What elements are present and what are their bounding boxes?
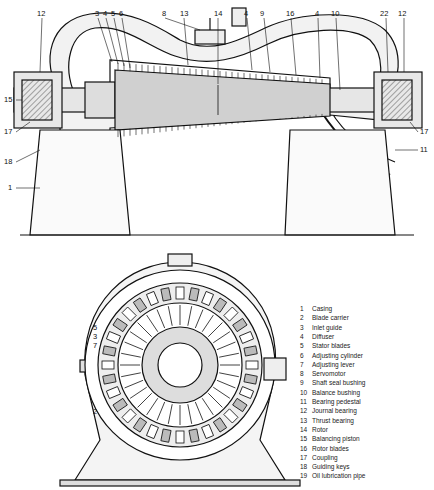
part-name: Blade carrier bbox=[312, 315, 349, 322]
callout-number: 4 bbox=[244, 10, 248, 18]
legend-number: 4 bbox=[300, 334, 304, 341]
legend-number: 15 bbox=[300, 436, 307, 443]
legend-number: 16 bbox=[300, 446, 307, 453]
part-name: Thrust bearing bbox=[312, 418, 354, 425]
callout-number: 5 bbox=[111, 10, 115, 18]
legend-number: 8 bbox=[300, 371, 304, 378]
callout-number: 18 bbox=[4, 158, 12, 166]
legend-number: 2 bbox=[300, 315, 304, 322]
callout-number: 5 bbox=[93, 324, 97, 332]
callout-number: 17 bbox=[4, 128, 12, 136]
callout-number: 8 bbox=[162, 10, 166, 18]
part-name: Rotor bbox=[312, 427, 328, 434]
callout-number: 17 bbox=[420, 128, 428, 136]
callout-number: 22 bbox=[380, 10, 388, 18]
legend-number: 7 bbox=[300, 362, 304, 369]
part-name: Balancing piston bbox=[312, 436, 360, 443]
part-name: Stator blades bbox=[312, 343, 350, 350]
callout-number: 11 bbox=[420, 146, 428, 154]
legend-number: 17 bbox=[300, 455, 307, 462]
callout-number: 4 bbox=[315, 10, 319, 18]
legend-number: 10 bbox=[300, 390, 307, 397]
legend-number: 12 bbox=[300, 408, 307, 415]
legend-number: 19 bbox=[300, 473, 307, 480]
part-name: Adjusting cylinder bbox=[312, 353, 363, 360]
legend-number: 11 bbox=[300, 399, 307, 406]
callout-number: 1 bbox=[8, 184, 12, 192]
part-name: Coupling bbox=[312, 455, 338, 462]
callout-number: 3 bbox=[93, 333, 97, 341]
legend-number: 5 bbox=[300, 343, 304, 350]
callout-number: 4 bbox=[103, 10, 107, 18]
callout-number: 12 bbox=[37, 10, 45, 18]
part-name: Journal bearing bbox=[312, 408, 357, 415]
legend-number: 14 bbox=[300, 427, 307, 434]
callout-number: 10 bbox=[331, 10, 339, 18]
part-name: Adjusting lever bbox=[312, 362, 355, 369]
part-name: Diffuser bbox=[312, 334, 334, 341]
part-name: Balance bushing bbox=[312, 390, 360, 397]
part-name: Bearing pedestal bbox=[312, 399, 361, 406]
callout-number: 15 bbox=[4, 96, 12, 104]
part-name: Rotor blades bbox=[312, 446, 349, 453]
part-name: Guiding keys bbox=[312, 464, 350, 471]
callout-number: 9 bbox=[260, 10, 264, 18]
callout-number: 16 bbox=[286, 10, 294, 18]
callout-number: 12 bbox=[398, 10, 406, 18]
part-name: Inlet guide bbox=[312, 325, 342, 332]
callout-number: 14 bbox=[214, 10, 222, 18]
legend-number: 18 bbox=[300, 464, 307, 471]
callout-number: 3 bbox=[95, 10, 99, 18]
part-name: Servomotor bbox=[312, 371, 346, 378]
legend-number: 3 bbox=[300, 325, 304, 332]
part-name: Shaft seal bushing bbox=[312, 380, 365, 387]
callout-number: 13 bbox=[180, 10, 188, 18]
callout-number: 6 bbox=[119, 10, 123, 18]
callout-number: 7 bbox=[93, 342, 97, 350]
callout-number: 2 bbox=[93, 408, 97, 416]
legend-number: 9 bbox=[300, 380, 304, 387]
legend-number: 13 bbox=[300, 418, 307, 425]
part-name: Oil lubrication pipe bbox=[312, 473, 365, 480]
legend-number: 1 bbox=[300, 306, 304, 313]
legend-number: 6 bbox=[300, 353, 304, 360]
part-name: Casing bbox=[312, 306, 332, 313]
